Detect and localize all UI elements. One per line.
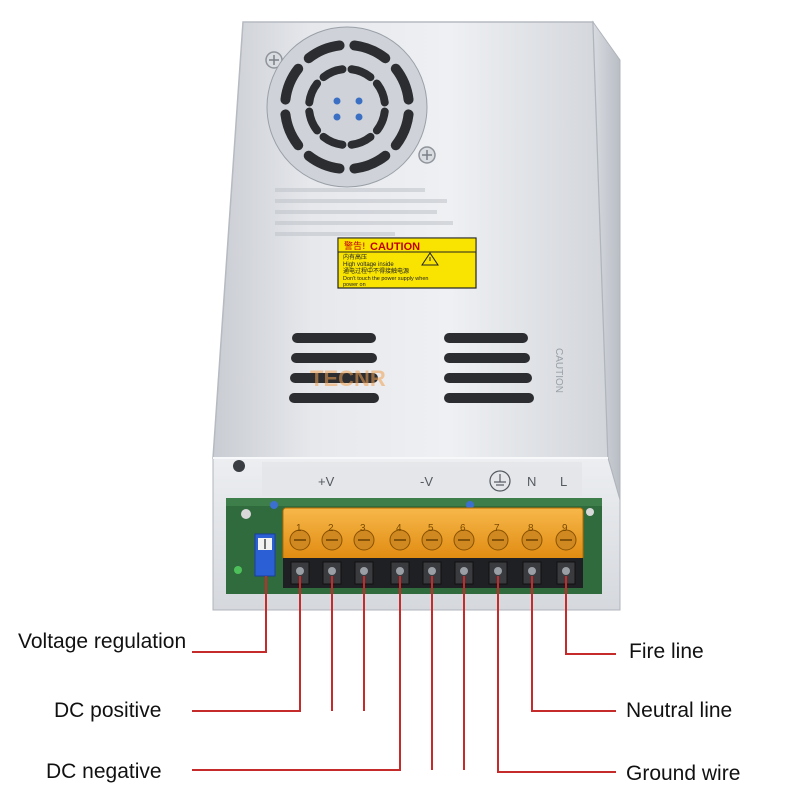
fan-slot xyxy=(303,40,345,64)
leader-line xyxy=(192,576,401,771)
fan-grille-icon xyxy=(266,26,428,188)
leader-line xyxy=(497,576,616,773)
terminal-pin xyxy=(428,567,436,575)
fan-slot xyxy=(319,65,347,82)
left-vent-slots xyxy=(289,333,379,403)
caution-line-4: Don't touch the power supply when xyxy=(343,276,428,282)
terminal-marking-l: L xyxy=(560,474,567,489)
front-marking-strip: +V -V N L xyxy=(233,460,582,496)
caution-title-en: CAUTION xyxy=(370,241,420,253)
screw-icon xyxy=(418,146,436,164)
terminal-screw-icon xyxy=(555,529,577,551)
terminal-pin xyxy=(494,567,502,575)
terminal-number: 9 xyxy=(562,523,568,534)
spec-text-block xyxy=(275,188,453,236)
fan-slot xyxy=(303,150,345,174)
terminal-number: 3 xyxy=(360,523,366,534)
terminal-number: 1 xyxy=(296,523,302,534)
ground-symbol-icon xyxy=(489,470,511,492)
leader-line xyxy=(192,576,301,712)
terminal-screw-icon xyxy=(453,529,475,551)
terminal-screw-icon xyxy=(521,529,543,551)
fan-slot xyxy=(390,63,414,105)
dc-negative-label: DC negative xyxy=(46,760,162,783)
leader-line xyxy=(531,576,616,712)
terminal-pin xyxy=(528,567,536,575)
right-vent-slots xyxy=(444,333,534,403)
neutral-line-label: Neutral line xyxy=(626,699,733,722)
fan-slot xyxy=(390,109,414,151)
ground-wire-label: Ground wire xyxy=(626,762,741,785)
fan-slot xyxy=(280,63,304,105)
terminal-pin xyxy=(360,567,368,575)
fire-line-label: Fire line xyxy=(629,640,704,663)
fan-slot xyxy=(349,40,391,64)
watermark-text: TECNR xyxy=(310,366,386,391)
terminal-number: 6 xyxy=(460,523,466,534)
terminal-pin xyxy=(396,567,404,575)
caution-line-3: 通电过程中不得接触电源 xyxy=(343,267,409,275)
terminal-pin xyxy=(328,567,336,575)
fan-slot xyxy=(280,109,304,151)
fan-slot xyxy=(305,79,322,107)
terminal-pin xyxy=(562,567,570,575)
terminal-screw-icon xyxy=(389,529,411,551)
leader-lines xyxy=(192,576,616,773)
fan-slot xyxy=(319,132,347,149)
caution-label: 警告! CAUTION 内有高压 High voltage inside 通电过… xyxy=(337,237,477,289)
terminal-number: 7 xyxy=(494,523,500,534)
fan-slot xyxy=(349,150,391,174)
terminal-number: 4 xyxy=(396,523,402,534)
caution-title-cn: 警告! xyxy=(344,240,366,252)
terminal-marking-n: N xyxy=(527,474,536,489)
voltage-regulation-label: Voltage regulation xyxy=(18,630,187,653)
caution-line-2: High voltage inside xyxy=(343,262,394,268)
fan-slot xyxy=(347,132,375,149)
leader-line xyxy=(565,576,616,655)
terminal-number: 2 xyxy=(328,523,334,534)
warning-triangle-icon xyxy=(421,252,439,266)
fan-slot xyxy=(305,107,322,135)
terminal-pin xyxy=(296,567,304,575)
terminal-screw-icon xyxy=(289,529,311,551)
fan-slot xyxy=(372,79,389,107)
terminal-pin xyxy=(460,567,468,575)
fan-slot xyxy=(372,107,389,135)
caution-line-1: 内有高压 xyxy=(343,253,367,261)
terminal-screw-icon xyxy=(487,529,509,551)
terminal-marking-pos: +V xyxy=(318,474,335,489)
terminal-number: 5 xyxy=(428,523,434,534)
terminal-marking-neg: -V xyxy=(420,474,433,489)
fan-slot xyxy=(347,65,375,82)
terminal-number: 8 xyxy=(528,523,534,534)
screw-icon xyxy=(265,51,283,69)
side-caution-stamp: CAUTION xyxy=(553,348,564,393)
leader-line xyxy=(192,576,267,653)
terminal-screw-icon xyxy=(353,529,375,551)
voltage-potentiometer xyxy=(254,533,276,577)
caution-line-5: power on xyxy=(343,282,366,288)
terminal-screw-icon xyxy=(321,529,343,551)
dc-positive-label: DC positive xyxy=(54,699,162,722)
terminal-screw-icon xyxy=(421,529,443,551)
